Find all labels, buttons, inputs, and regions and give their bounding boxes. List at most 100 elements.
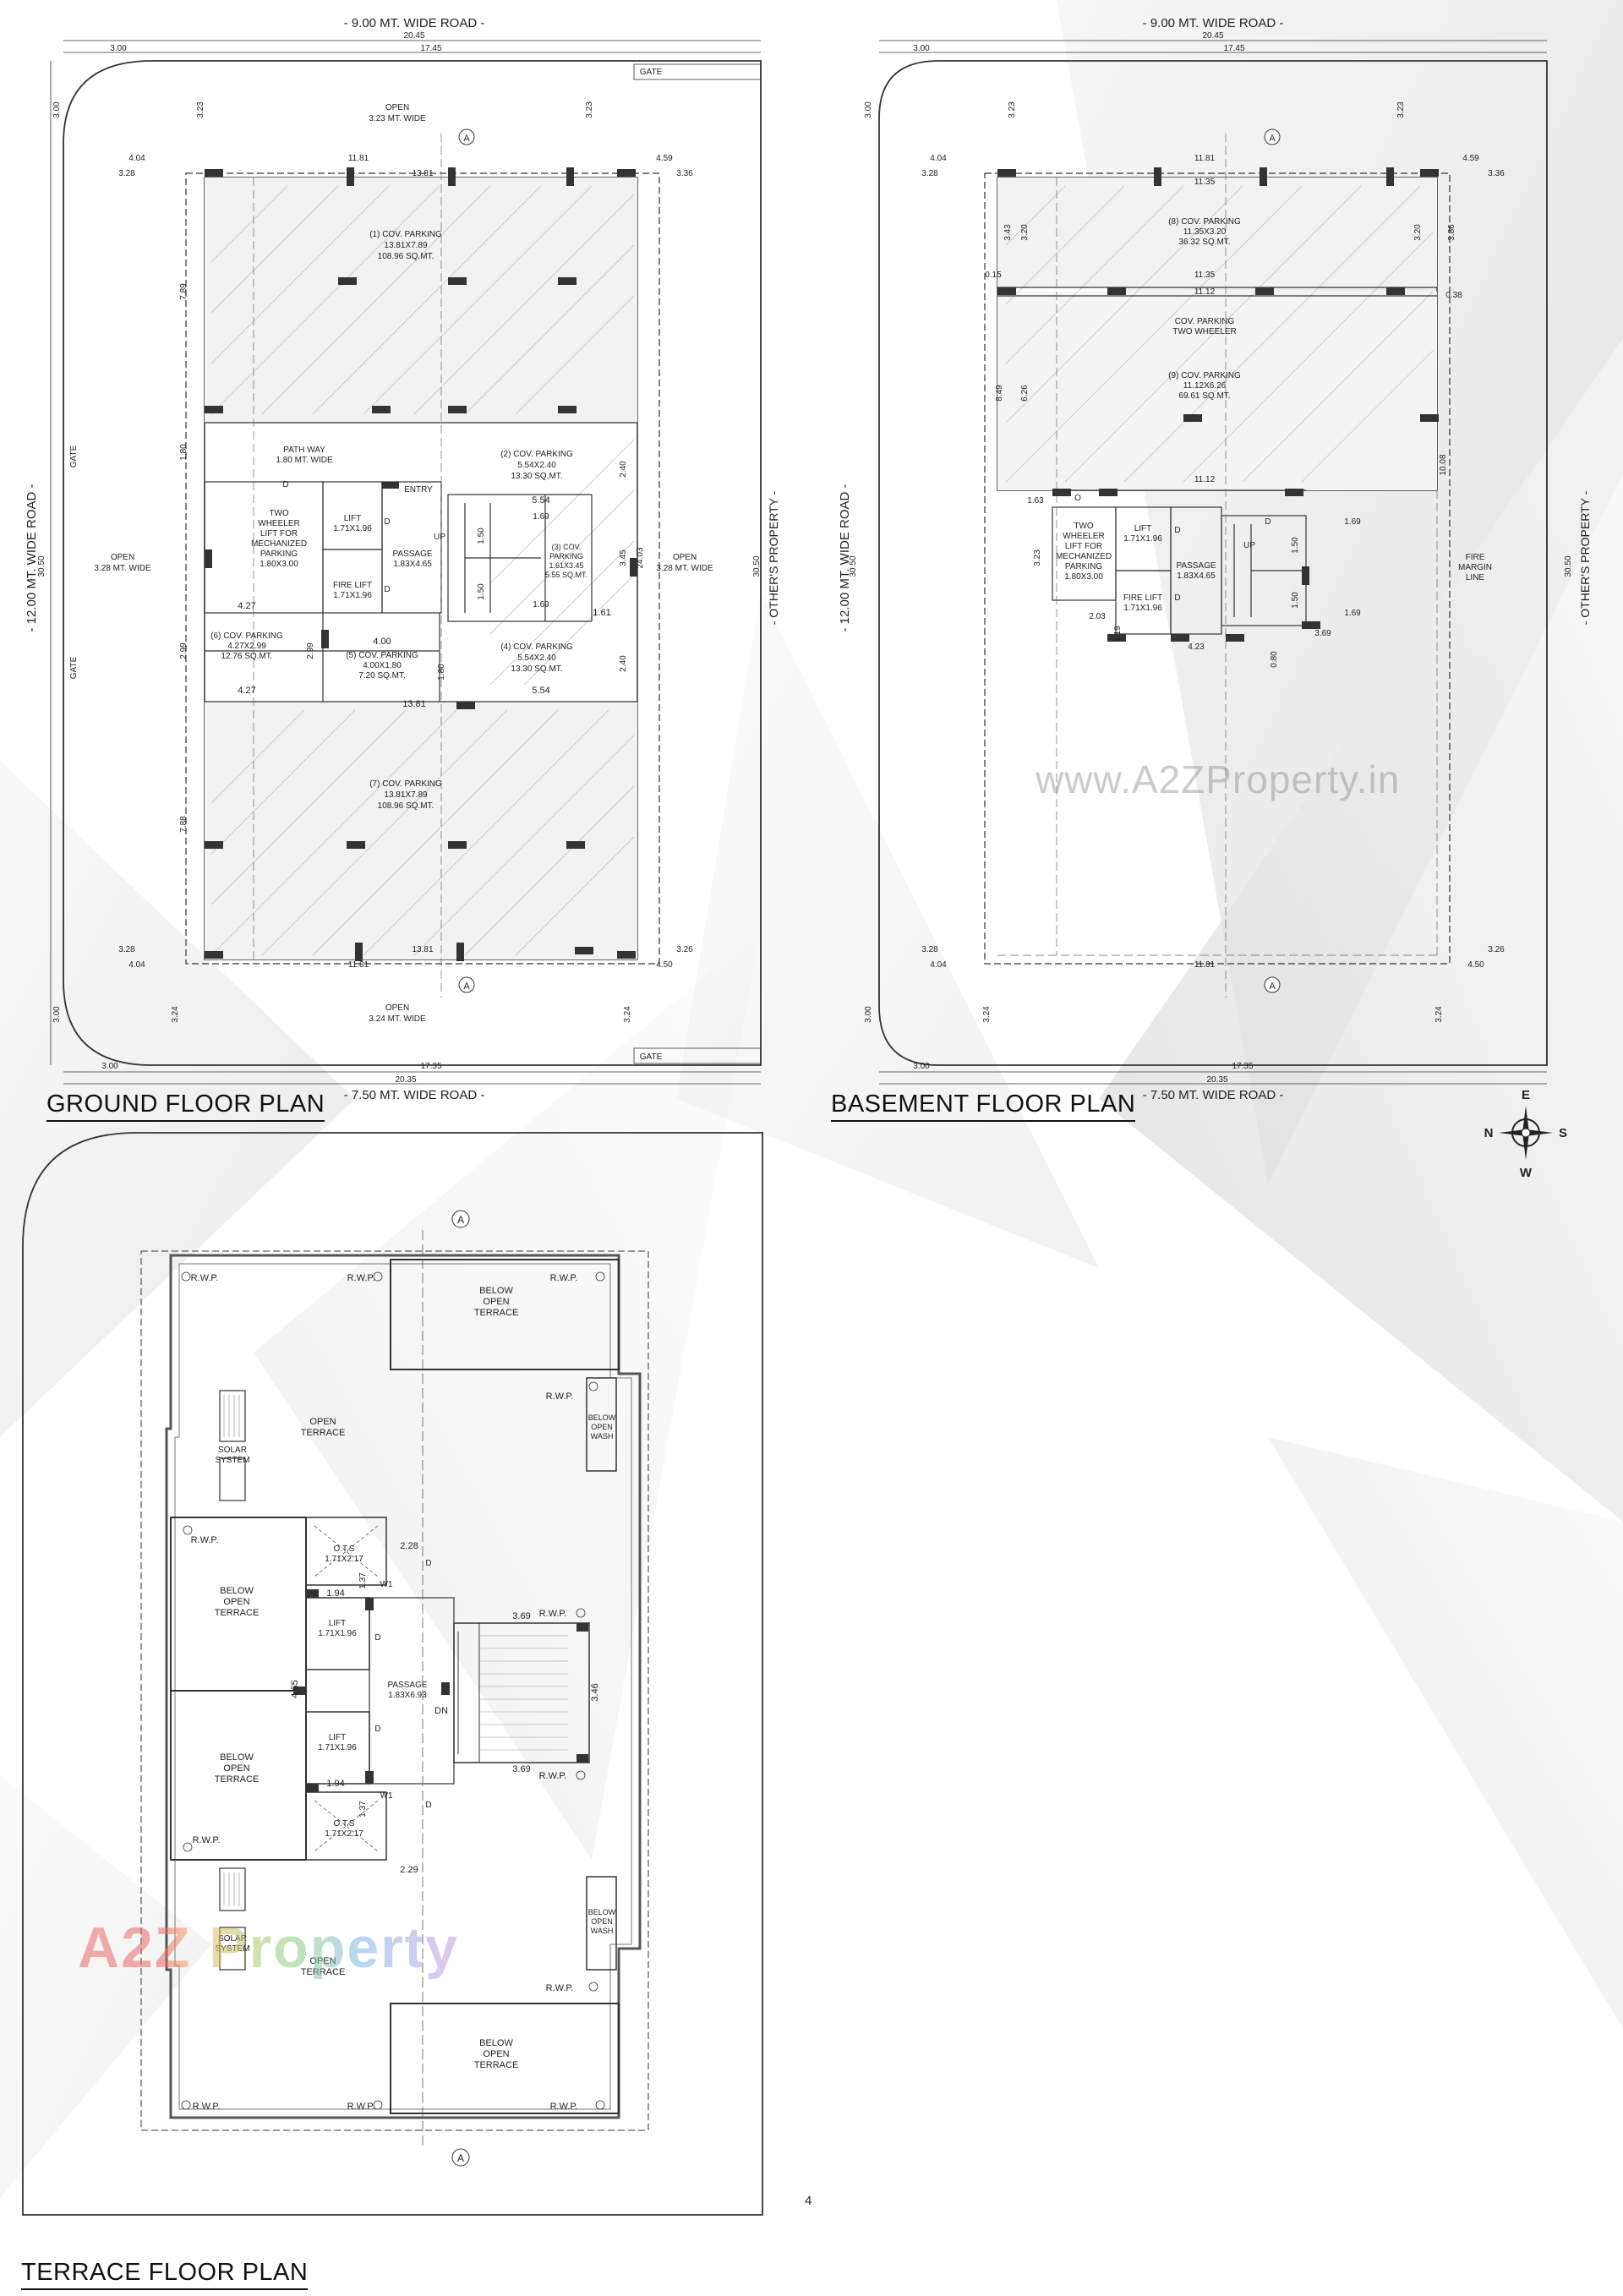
dim-label: 11.81 [1194, 960, 1216, 970]
room-label: PARKING [1065, 562, 1102, 571]
room-label: 1.83X4.65 [393, 560, 432, 569]
rwp-label: R.W.P. [550, 2102, 578, 2112]
door-label: D [282, 480, 288, 489]
dim-label: 3.24 [171, 1006, 180, 1023]
room-label: (9) COV. PARKING [1168, 371, 1241, 380]
ground-floor-title: GROUND FLOOR PLAN [46, 1091, 325, 1122]
open-label: 3.28 MT. WIDE [94, 564, 151, 573]
terrace-label: TERRACE [215, 1774, 260, 1785]
dim-label: 1.50 [1291, 592, 1300, 609]
dim-label: 17.45 [1223, 44, 1244, 53]
terrace-label: SYSTEM [215, 1944, 249, 1954]
dim-label: 3.28 [921, 945, 938, 954]
dim-label: 3.28 [118, 945, 135, 954]
terrace-label: LIFT [329, 1619, 347, 1628]
door-label: D [1265, 517, 1271, 527]
compass-e-label: E [1522, 1088, 1530, 1102]
terrace-label: BELOW [479, 2038, 513, 2048]
dim-label: 1.50 [477, 528, 486, 544]
road-top-label: - 9.00 MT. WIDE ROAD - [1143, 16, 1284, 30]
dim-label: 20.45 [1202, 31, 1223, 41]
dim-label: 3.00 [913, 1062, 930, 1071]
dim-label: 4.00 [373, 637, 391, 647]
dim-label: 3.46 [590, 1683, 600, 1701]
dim-label: 1.50 [1291, 537, 1300, 554]
compass-rose-icon: E W N S [1484, 1088, 1567, 1180]
ground-floor-plan: - 9.00 MT. WIDE ROAD - - 7.50 MT. WIDE R… [25, 16, 780, 1102]
terrace-label: OPEN [591, 1917, 613, 1926]
road-top-label: - 9.00 MT. WIDE ROAD - [344, 16, 485, 30]
room-label: 1.61X3.45 [549, 561, 583, 570]
room-label: LINE [1466, 573, 1485, 582]
room-label: 4.27X2.99 [227, 642, 266, 651]
terrace-label: TERRACE [474, 1308, 519, 1318]
room-label: COV. PARKING [1175, 317, 1235, 326]
page-number: 4 [805, 2194, 812, 2208]
room-label: LIFT FOR [1065, 542, 1102, 551]
dim-label: 3.23 [196, 101, 205, 118]
dim-label: 30.50 [1564, 555, 1573, 577]
room-label: 5.55 SQ.MT. [545, 571, 587, 579]
dim-label: 20.35 [1206, 1075, 1227, 1085]
dim-label: 3.20 [1020, 224, 1030, 241]
terrace-label: TERRACE [301, 1967, 346, 1977]
door-label: D [1174, 526, 1180, 535]
dim-label: 5.54 [532, 495, 549, 506]
dim-label: 1.37 [358, 1572, 368, 1589]
dim-label: 24.03 [636, 547, 645, 568]
dim-label: 11.35 [1194, 271, 1216, 280]
room-label: 1.71X1.96 [333, 524, 372, 533]
dim-label: 11.12 [1194, 287, 1216, 297]
room-label: 1.83X4.65 [1177, 571, 1216, 581]
gate-label: GATE [69, 445, 79, 467]
room-label: 1.80X3.00 [260, 560, 298, 569]
room-label: UP [1243, 541, 1255, 550]
door-label: D [374, 1633, 380, 1643]
dim-label: 1.69 [1344, 609, 1361, 618]
dim-label: 3.00 [52, 1006, 62, 1023]
rwp-label: R.W.P. [191, 1273, 219, 1283]
rwp-label: R.W.P. [193, 2102, 221, 2112]
terrace-label: O.T.S [333, 1819, 354, 1829]
terrace-label: WASH [591, 1432, 614, 1440]
plot-boundary [63, 60, 762, 1066]
dim-label: 1.63 [1027, 496, 1044, 506]
dim-label: 1.50 [477, 583, 486, 600]
dim-label: 4.27 [238, 601, 255, 611]
room-label: PARKING [549, 552, 583, 560]
room-label: LIFT FOR [260, 529, 298, 538]
terrace-floor-title: TERRACE FLOOR PLAN [21, 2259, 309, 2290]
dim-label: 11.35 [1194, 178, 1216, 187]
terrace-label: OPEN [591, 1423, 613, 1431]
dim-label: 0.15 [985, 271, 1002, 280]
axis-marker: A [1269, 134, 1276, 144]
dim-label: 2.28 [400, 1541, 418, 1551]
dim-label: 2.99 [306, 642, 315, 659]
terrace-label: 1.71X1.96 [318, 1743, 357, 1752]
room-label: WHEELER [258, 519, 299, 528]
room-label: (7) COV. PARKING [369, 779, 442, 789]
door-label: D [1174, 593, 1180, 603]
dim-label: 0.80 [1270, 651, 1279, 668]
room-label: PARKING [260, 549, 298, 559]
gate-label: GATE [69, 656, 79, 679]
dim-label: 0.38 [1445, 291, 1462, 300]
terrace-label: WASH [591, 1927, 614, 1935]
open-label: 3.24 MT. WIDE [369, 1014, 426, 1024]
door-label: D [384, 585, 390, 594]
terrace-floor-plan: R.W.P. R.W.P. R.W.P. R.W.P. R.W.P. R.W.P… [22, 1132, 763, 2216]
road-left-label: - 12.00 MT. WIDE ROAD - [838, 484, 852, 631]
room-label: LIFT [1134, 524, 1152, 533]
dim-label: 3.36 [1488, 169, 1505, 178]
dim-label: 3.00 [864, 1006, 873, 1023]
terrace-label: OPEN [483, 2049, 509, 2059]
dim-label: 1.69 [533, 512, 549, 522]
dim-label: 1.94 [326, 1588, 344, 1599]
terrace-label: PASSAGE [387, 1681, 427, 1690]
dim-label: 3.00 [52, 101, 62, 118]
rwp-label: R.W.P. [347, 1273, 375, 1283]
room-label: PASSAGE [392, 549, 432, 559]
dim-label: 3.86 [1447, 224, 1456, 241]
dim-label: 3.69 [512, 1611, 530, 1621]
room-label: 1.71X1.96 [333, 591, 372, 600]
